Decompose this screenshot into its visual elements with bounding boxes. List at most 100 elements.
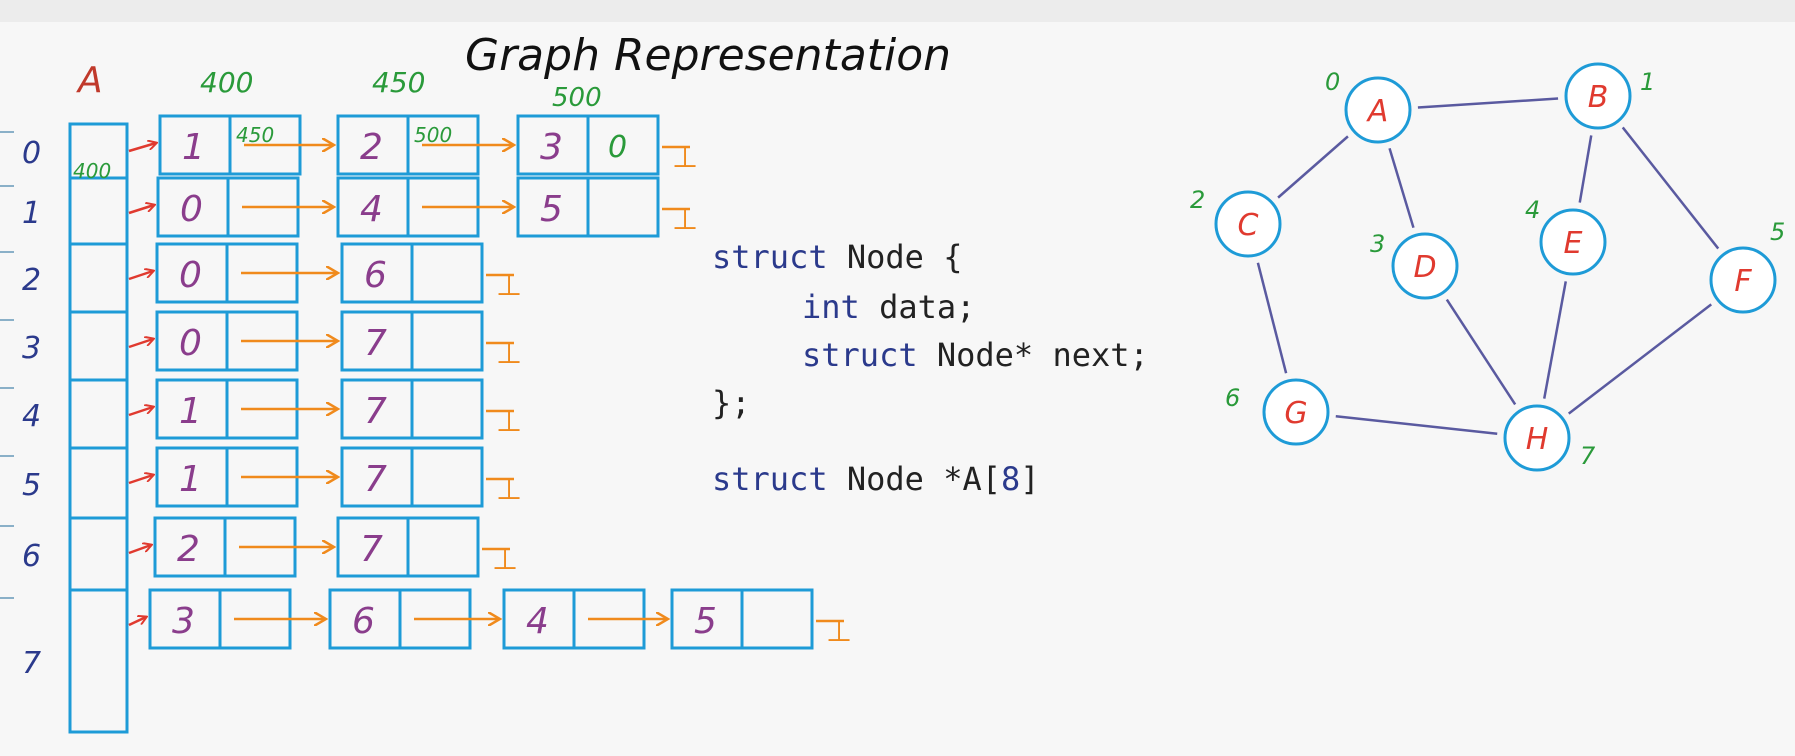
graph-edge bbox=[1621, 126, 1720, 250]
node-value: 7 bbox=[364, 391, 387, 432]
graph-edge bbox=[1335, 415, 1498, 435]
node-value: 0 bbox=[179, 323, 202, 364]
vertex-index-label: 1 bbox=[1640, 68, 1655, 96]
node-value: 3 bbox=[172, 601, 195, 642]
node-value: 7 bbox=[360, 529, 383, 570]
node-value: 0 bbox=[179, 255, 202, 296]
node-value: 1 bbox=[179, 391, 202, 432]
node-address-label-3: 500 bbox=[552, 83, 602, 113]
graph-edge bbox=[1542, 281, 1568, 399]
row-index-label: 4 bbox=[22, 399, 41, 434]
vertex-label: B bbox=[1588, 80, 1609, 115]
row-index-label: 3 bbox=[22, 331, 41, 366]
row-index-label: 6 bbox=[22, 539, 41, 574]
head-pointer-arrow bbox=[128, 407, 153, 417]
array-cell bbox=[68, 516, 129, 592]
graph-vertex bbox=[1539, 208, 1607, 276]
top-stripe bbox=[0, 0, 1795, 22]
vertex-label: A bbox=[1366, 94, 1389, 129]
node-value: 3 bbox=[540, 127, 563, 168]
page-title: Graph Representation bbox=[465, 30, 951, 81]
vertex-label: H bbox=[1526, 422, 1549, 457]
node-value: 4 bbox=[526, 601, 549, 642]
graph-vertex bbox=[1214, 190, 1282, 258]
vertex-index-label: 2 bbox=[1190, 186, 1205, 214]
node-value: 5 bbox=[694, 601, 717, 642]
node-value: 7 bbox=[364, 459, 387, 500]
head-pointer-arrow bbox=[128, 545, 151, 555]
row-index-label: 5 bbox=[22, 468, 41, 503]
array-cell bbox=[68, 588, 129, 734]
vertex-index-label: 7 bbox=[1580, 442, 1596, 470]
node-value: 2 bbox=[360, 127, 383, 168]
array-cell bbox=[68, 446, 129, 520]
array-cell bbox=[68, 176, 129, 246]
graph-edge bbox=[1567, 303, 1713, 415]
node-next-value: 0 bbox=[608, 130, 627, 165]
node-value: 7 bbox=[364, 323, 387, 364]
graph-vertex bbox=[1564, 62, 1632, 130]
row-index-label: 1 bbox=[22, 196, 41, 231]
code-line-3: struct Node* next; bbox=[802, 336, 1149, 374]
null-symbol: ⊥ bbox=[496, 336, 522, 371]
graph-vertex bbox=[1503, 404, 1571, 472]
vertex-index-label: 5 bbox=[1770, 218, 1785, 246]
node-address-label-1: 400 bbox=[200, 66, 253, 99]
head-pointer-arrow bbox=[128, 205, 154, 215]
array-cell bbox=[68, 378, 129, 450]
next-address-label: 500 bbox=[414, 123, 452, 147]
array-cell bbox=[68, 310, 129, 382]
vertex-label: D bbox=[1413, 250, 1436, 285]
null-symbol: ⊥ bbox=[496, 268, 522, 303]
vertex-index-label: 4 bbox=[1525, 196, 1540, 224]
node-value: 1 bbox=[182, 127, 205, 168]
head-pointer-arrow bbox=[128, 617, 146, 627]
code-line-1: struct Node { bbox=[712, 238, 962, 276]
next-address-label: 450 bbox=[236, 123, 274, 147]
vertex-label: C bbox=[1238, 208, 1259, 243]
node-value: 6 bbox=[352, 601, 375, 642]
code-line-4: }; bbox=[712, 384, 751, 422]
head-pointer-arrow bbox=[128, 143, 156, 153]
array-cell-value: 400 bbox=[73, 159, 111, 183]
graph-edge bbox=[1578, 135, 1593, 203]
graph-vertex bbox=[1262, 378, 1330, 446]
vertex-label: F bbox=[1734, 264, 1752, 299]
graph-edge bbox=[1445, 298, 1517, 406]
head-pointer-arrow bbox=[128, 475, 153, 485]
graph-edge bbox=[1256, 262, 1288, 374]
node-value: 1 bbox=[179, 459, 202, 500]
node-address-label-2: 450 bbox=[372, 66, 425, 99]
row-index-label: 7 bbox=[22, 646, 41, 681]
array-column: 0 1 2 3 4 5 6 7 400 bbox=[0, 122, 129, 734]
graph-vertex bbox=[1391, 232, 1459, 300]
graph-vertex bbox=[1344, 76, 1412, 144]
vertex-label: E bbox=[1564, 226, 1583, 261]
graph-edge bbox=[1277, 135, 1349, 199]
null-symbol: ⊥ bbox=[496, 472, 522, 507]
node-value: 2 bbox=[177, 529, 200, 570]
null-symbol: ⊥ bbox=[672, 202, 698, 237]
node-value: 0 bbox=[180, 189, 203, 230]
null-symbol: ⊥ bbox=[496, 404, 522, 439]
graph-edge bbox=[1417, 97, 1559, 109]
node-value: 6 bbox=[364, 255, 387, 296]
vertex-label: G bbox=[1284, 396, 1307, 431]
row-index-label: 2 bbox=[22, 263, 41, 298]
graph-edge bbox=[1388, 147, 1415, 229]
vertex-index-label: 6 bbox=[1225, 384, 1240, 412]
array-cell bbox=[68, 242, 129, 314]
head-pointer-arrow bbox=[128, 271, 153, 281]
null-symbol: ⊥ bbox=[672, 140, 698, 175]
code-block: struct Node { int data; struct Node* nex… bbox=[712, 238, 1149, 498]
node-value: 4 bbox=[360, 189, 383, 230]
graph-vertex bbox=[1709, 246, 1777, 314]
head-pointer-arrow bbox=[128, 339, 153, 349]
row-index-label: 0 bbox=[22, 136, 41, 171]
null-symbol: ⊥ bbox=[492, 542, 518, 577]
node-value: 5 bbox=[540, 189, 563, 230]
